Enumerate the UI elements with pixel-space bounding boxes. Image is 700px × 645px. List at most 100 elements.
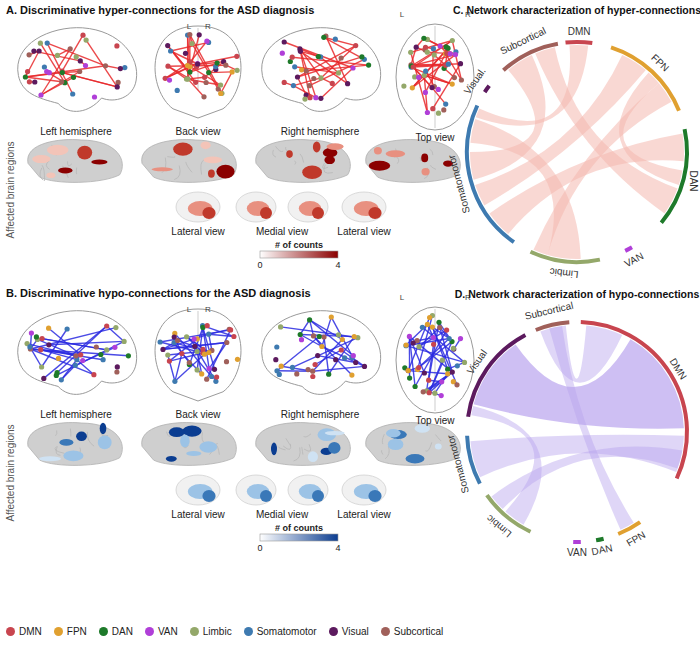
connection-line [322,347,365,367]
region-dot [175,88,180,93]
region-dot [73,353,78,358]
region-dot [23,74,28,79]
figure-label: Medial view [256,509,308,521]
figure-label: Affected brain regions [5,424,17,521]
region-dot [321,334,326,339]
subcortical-patch [202,207,215,219]
affected-patch [47,145,69,155]
sulcus [381,450,382,454]
affected-patch [421,154,428,163]
sulcus [430,149,433,155]
subcortical-render [288,192,328,222]
region-dot [56,356,61,361]
sulcus [385,446,389,459]
region-dot [55,53,60,58]
network-arc [573,540,581,544]
brain-outline [155,26,241,118]
connection-line [422,327,464,362]
network-arc [581,322,687,478]
connection-line [209,343,227,369]
legend-item: Limbic [190,626,232,637]
subcortical-outline [288,475,328,505]
affected-patch [286,150,293,158]
region-dot [115,84,120,89]
legend-swatch [329,627,338,636]
affected-patch [98,436,112,450]
sulcus [70,429,71,437]
region-dot [190,41,195,46]
brain-outline [396,307,474,413]
region-dot [307,317,312,322]
legend-swatch [99,627,108,636]
region-dot [307,95,312,100]
network-arc [536,322,570,330]
sulcus [55,446,64,453]
region-dot [228,327,233,332]
region-dot [116,80,121,85]
region-dot [27,52,32,57]
cortical-surface [142,140,237,183]
affected-patch [324,156,335,164]
sulcus [382,434,384,444]
region-dot [336,332,341,337]
region-dot [299,337,304,342]
figure-label: Lateral view [337,509,390,521]
connection-line [40,43,64,82]
region-dot [94,344,99,349]
legend-item: DAN [99,626,133,637]
network-arc [467,106,514,243]
chord-ribbon [476,45,588,126]
colorbar [260,251,338,258]
region-dot [423,90,428,95]
connection-line [432,88,446,105]
region-dot [353,43,358,48]
affected-patch [422,168,430,175]
glass-brain [262,311,381,395]
legend-text: DAN [112,626,133,637]
brain-outline [262,28,381,112]
region-dot [273,357,278,362]
region-dot [413,384,418,389]
sulcus [425,442,431,451]
region-dot [183,51,188,56]
region-dot [313,362,318,367]
sulcus [56,430,57,435]
region-dot [31,49,36,54]
connection-line [329,337,355,375]
region-dot [80,358,85,363]
legend-item: Visual [329,626,369,637]
subcortical-render [342,475,386,505]
region-dot [204,39,209,44]
figure-label: 4 [335,543,340,553]
sulcus [420,157,421,161]
affected-patch [199,441,217,452]
sulcus [304,444,311,451]
chord-ribbon [470,119,580,259]
region-dot [206,70,211,75]
region-dot [353,360,358,365]
region-dot [340,337,345,342]
region-dot [425,110,430,115]
subcortical-render [342,192,386,222]
figure-label: Limbic [484,512,514,539]
region-dot [206,350,211,355]
sulcus [174,166,180,180]
figure-label: L [187,22,191,31]
region-dot [113,325,118,330]
region-dot [160,347,165,352]
region-dot [209,374,214,379]
region-dot [202,75,207,80]
region-dot [32,79,37,84]
connection-line [168,46,196,83]
surface-outline [142,140,237,183]
connection-line [293,338,358,368]
affected-patch [186,451,201,456]
legend-swatch [190,627,199,636]
region-dot [441,107,446,112]
region-dot [351,353,356,358]
affected-patch [32,155,50,163]
sulcus [286,438,291,446]
network-arc [625,247,632,251]
region-dot [195,61,200,66]
subcortical-patch [368,490,381,502]
